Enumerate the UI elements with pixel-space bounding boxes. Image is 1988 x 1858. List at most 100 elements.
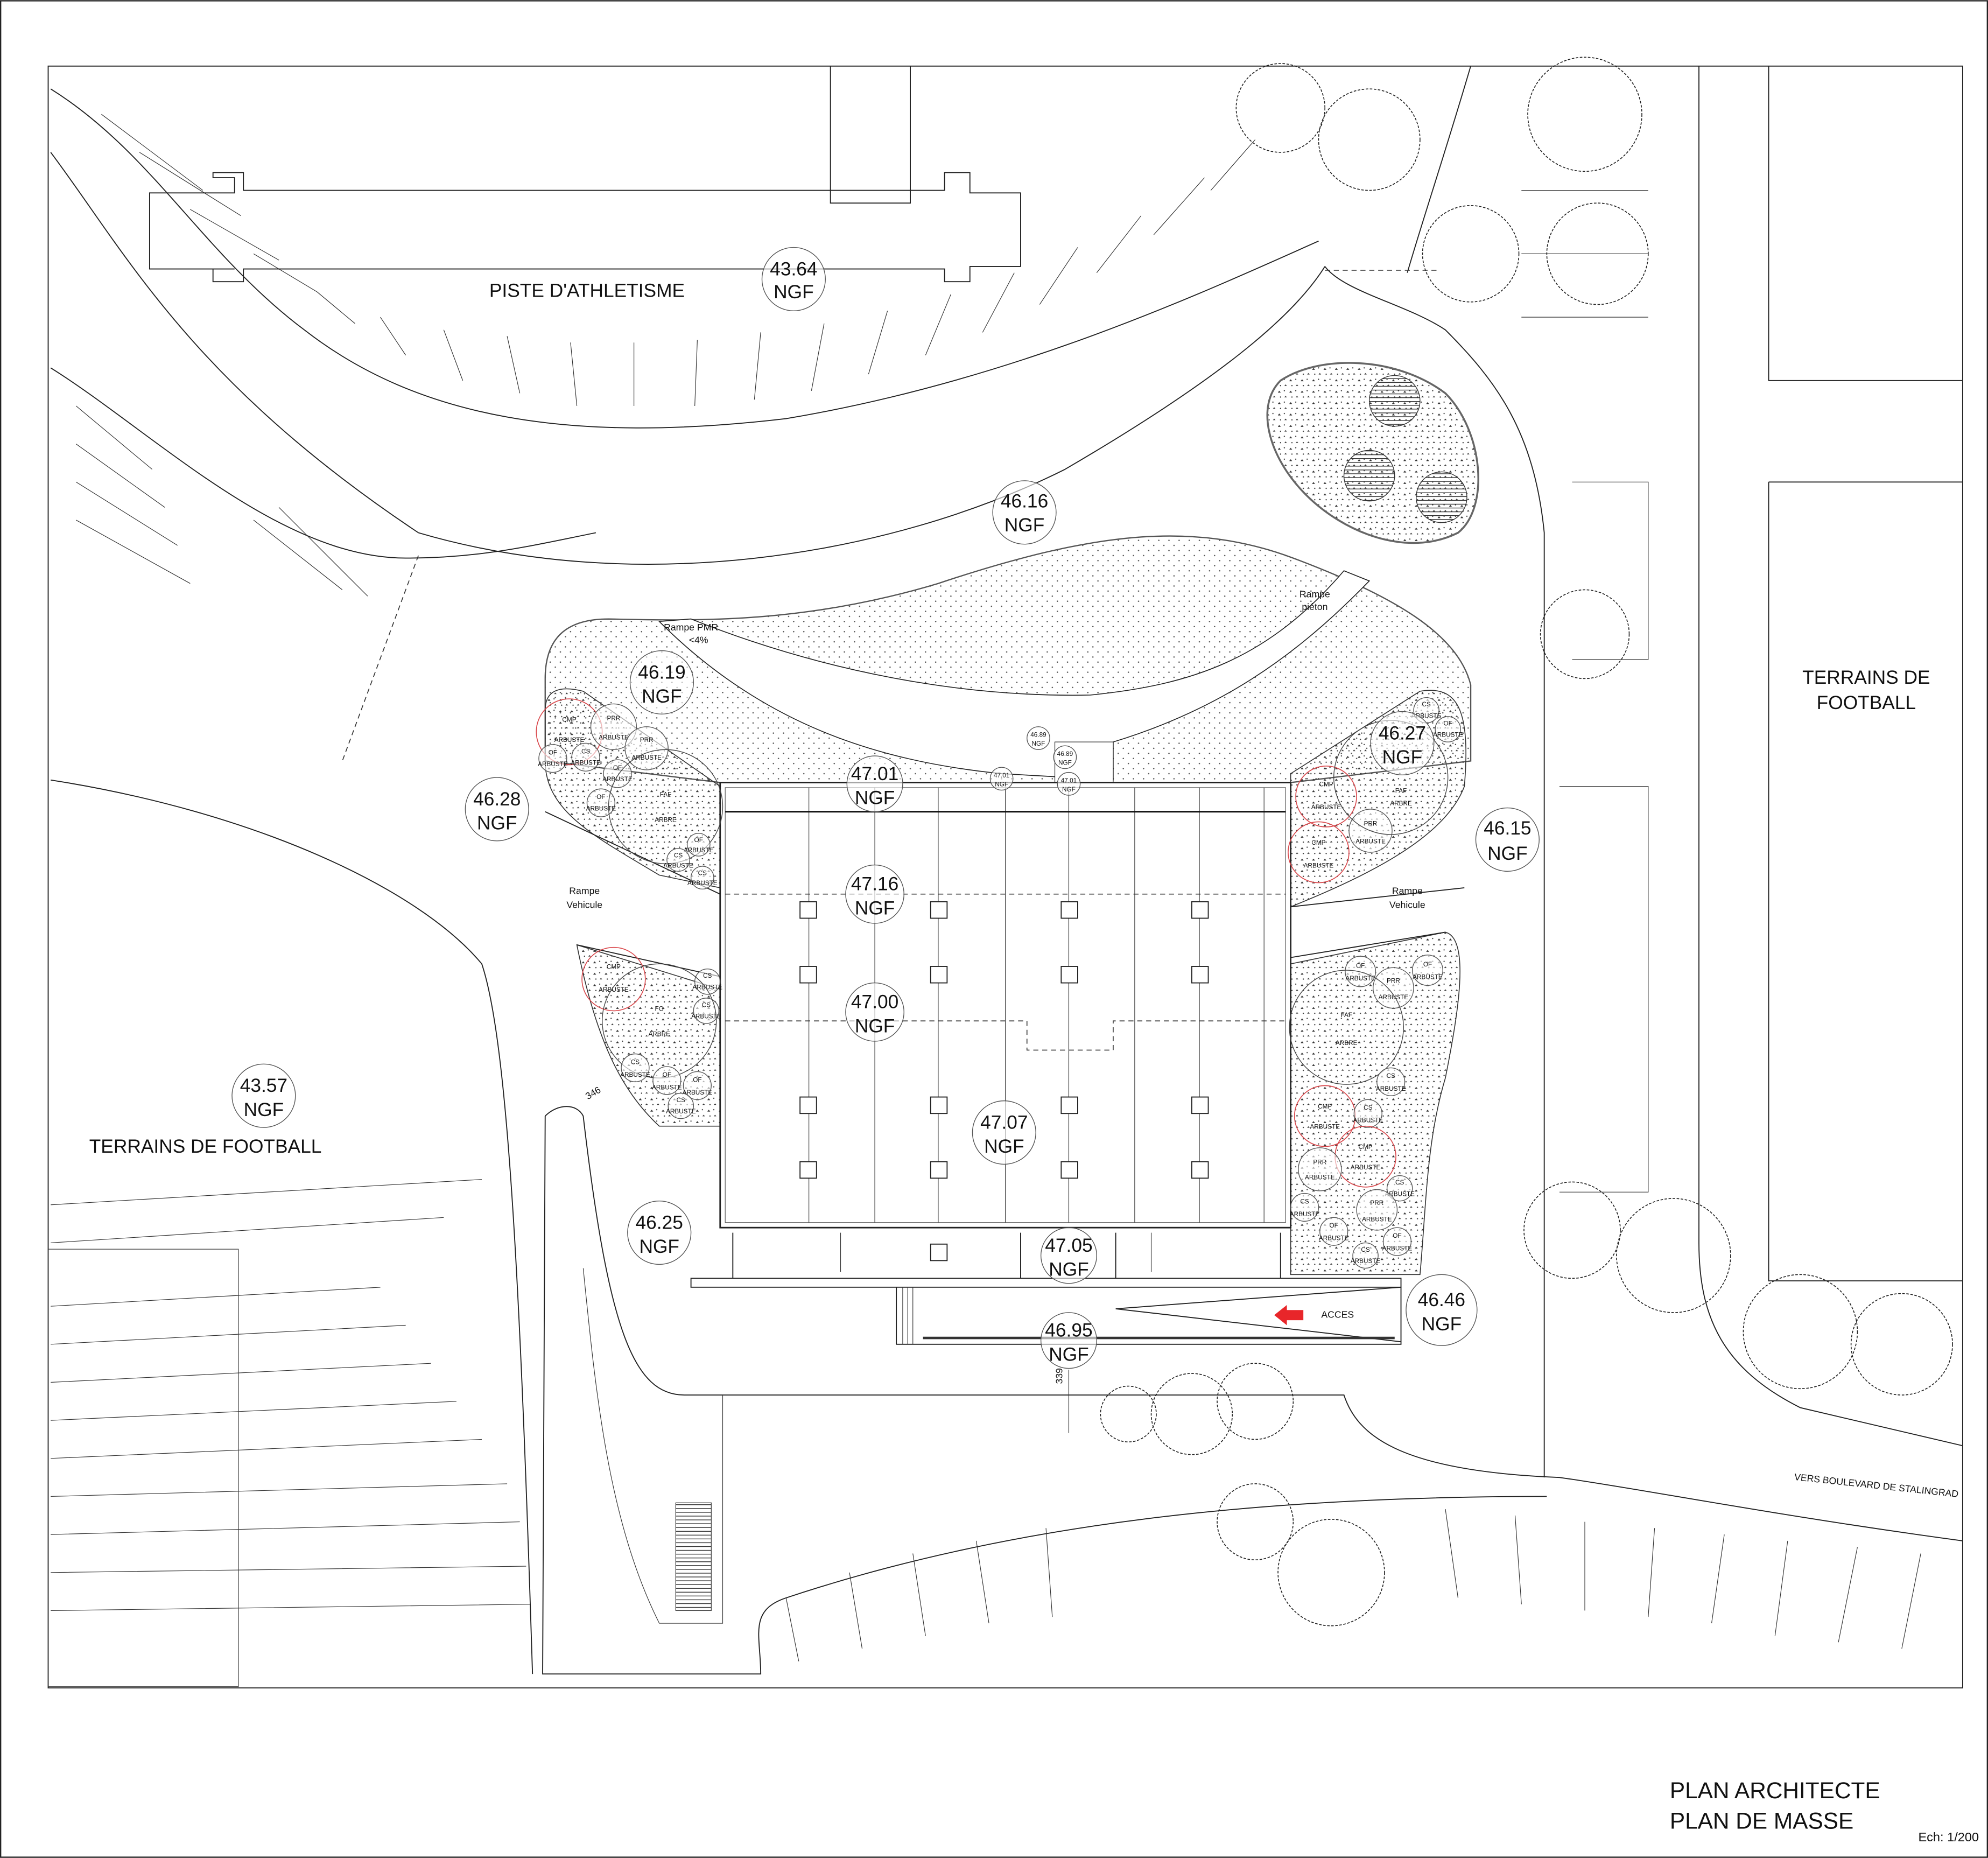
svg-text:CS: CS	[1361, 1246, 1369, 1253]
svg-text:CS: CS	[1364, 1104, 1372, 1111]
svg-text:46.25: 46.25	[636, 1212, 683, 1233]
svg-text:43.57: 43.57	[240, 1075, 287, 1096]
svg-text:CS: CS	[702, 1001, 711, 1008]
planted-island	[1266, 362, 1479, 544]
svg-text:OF: OF	[694, 837, 703, 844]
svg-text:47.07: 47.07	[980, 1112, 1028, 1133]
svg-text:NGF: NGF	[1032, 740, 1045, 747]
title-line-1: PLAN ARCHITECTE	[1670, 1778, 1880, 1803]
svg-text:OF: OF	[1444, 720, 1452, 727]
rampe-vehicule-right: Vehicule	[1389, 900, 1425, 910]
svg-text:ARBUSTE: ARBUSTE	[1305, 1174, 1335, 1181]
svg-text:PRR: PRR	[1370, 1200, 1383, 1207]
svg-text:47.01: 47.01	[994, 772, 1009, 779]
svg-text:46.16: 46.16	[1001, 490, 1048, 511]
svg-text:43.64: 43.64	[770, 258, 817, 279]
svg-text:ARBRE: ARBRE	[1336, 1040, 1358, 1047]
svg-text:47.01: 47.01	[851, 763, 898, 784]
svg-text:CS: CS	[674, 852, 683, 859]
svg-text:ARBUSTE: ARBUSTE	[1353, 1117, 1383, 1124]
svg-text:47.16: 47.16	[851, 874, 898, 895]
svg-text:46.89: 46.89	[1030, 732, 1046, 739]
svg-text:ARBUSTE: ARBUSTE	[1376, 1085, 1406, 1092]
svg-text:ARBUSTE: ARBUSTE	[620, 1071, 650, 1078]
svg-text:NGF: NGF	[984, 1136, 1024, 1157]
svg-text:ARBUSTE: ARBUSTE	[538, 761, 568, 768]
svg-text:46.46: 46.46	[1418, 1289, 1465, 1310]
svg-text:ARBUSTE: ARBUSTE	[599, 734, 629, 741]
svg-text:PRR: PRR	[640, 737, 654, 744]
svg-text:PRR: PRR	[1387, 978, 1400, 985]
svg-text:CMP: CMP	[1319, 781, 1333, 788]
svg-text:46.19: 46.19	[638, 662, 685, 683]
svg-text:CS: CS	[1422, 701, 1430, 708]
svg-text:NGF: NGF	[1062, 786, 1076, 793]
svg-text:ARBUSTE: ARBUSTE	[692, 984, 722, 991]
svg-text:NGF: NGF	[1049, 1344, 1089, 1365]
acces-label: ACCES	[1321, 1309, 1354, 1320]
svg-text:ARBUSTE: ARBUSTE	[1351, 1164, 1381, 1171]
svg-text:46.89: 46.89	[1057, 751, 1073, 758]
svg-text:47.01: 47.01	[1061, 777, 1077, 784]
svg-text:CS: CS	[581, 748, 590, 755]
rampe-vehicule-left: Vehicule	[566, 900, 602, 910]
svg-text:ARBUSTE: ARBUSTE	[691, 1013, 721, 1020]
title-block: PLAN ARCHITECTE PLAN DE MASSE Ech: 1/200	[1670, 1778, 1979, 1844]
svg-text:NGF: NGF	[639, 1236, 679, 1257]
svg-text:ARBUSTE: ARBUSTE	[666, 1108, 696, 1115]
svg-text:NGF: NGF	[1382, 747, 1423, 768]
svg-text:ARBUSTE: ARBUSTE	[571, 759, 601, 766]
svg-text:CMP: CMP	[1359, 1144, 1373, 1151]
svg-text:ARBUSTE: ARBUSTE	[554, 737, 585, 744]
svg-text:NGF: NGF	[855, 1015, 895, 1036]
trees	[1100, 57, 1953, 1626]
scale-label: Ech: 1/200	[1918, 1830, 1979, 1844]
plant-marker: CS ARBUSTE	[1353, 1099, 1383, 1128]
svg-text:PRR: PRR	[607, 715, 621, 722]
svg-text:FO: FO	[655, 1005, 664, 1012]
title-line-2: PLAN DE MASSE	[1670, 1808, 1853, 1834]
svg-text:ARBUSTE: ARBUSTE	[1290, 1211, 1320, 1218]
svg-text:ARBUSTE: ARBUSTE	[1433, 732, 1463, 739]
svg-text:ARBUSTE: ARBUSTE	[602, 776, 633, 783]
rampe-pieton-label: Rampe	[1299, 589, 1330, 600]
svg-text:OF: OF	[1356, 962, 1365, 969]
svg-text:ARBUSTE: ARBUSTE	[683, 1089, 713, 1096]
svg-text:OF: OF	[1330, 1222, 1338, 1229]
svg-text:NGF: NGF	[642, 686, 682, 707]
svg-text:ARBUSTE: ARBUSTE	[1362, 1216, 1392, 1223]
svg-text:OF: OF	[596, 794, 605, 801]
svg-text:OF: OF	[663, 1071, 671, 1078]
svg-text:OF: OF	[1393, 1232, 1401, 1239]
svg-text:CMP: CMP	[607, 964, 621, 971]
svg-text:CS: CS	[698, 870, 707, 877]
drawing-frame	[47, 65, 1963, 1689]
svg-text:ARBRE: ARBRE	[648, 1031, 670, 1038]
rampe-vehicule-left: Rampe	[569, 886, 600, 896]
